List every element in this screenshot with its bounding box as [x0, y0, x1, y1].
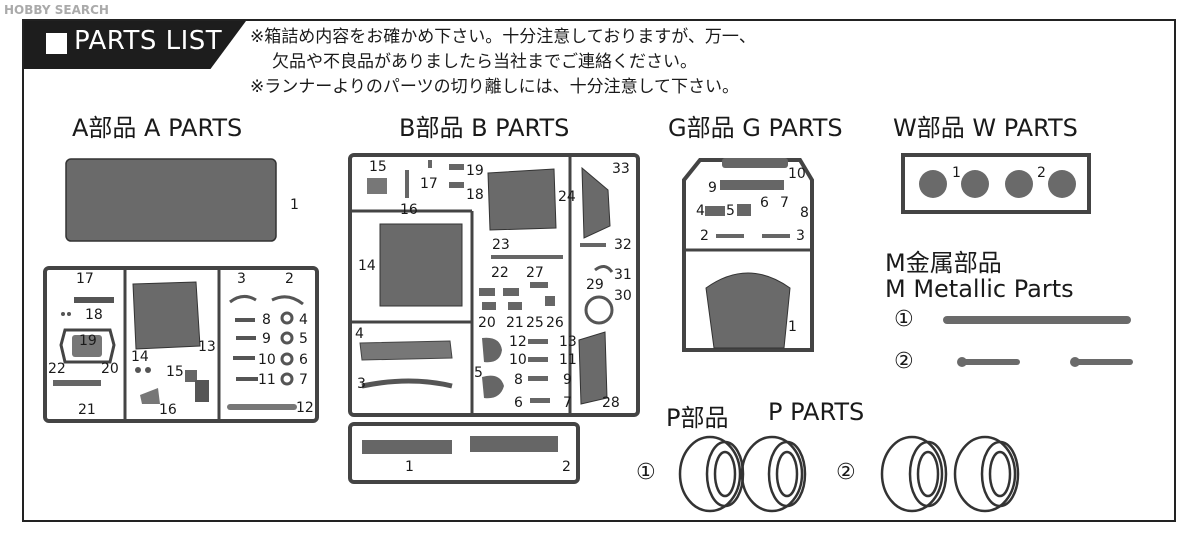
a-part-label: 3: [237, 271, 246, 287]
b-part-label: 32: [614, 237, 632, 253]
g-part-label: 1: [788, 319, 797, 335]
section-heading-p-en: P PARTS: [768, 398, 865, 426]
a-part-label: 4: [299, 312, 308, 328]
section-heading-m-en: M Metallic Parts: [885, 275, 1074, 303]
b-part-label: 25: [526, 315, 544, 331]
a-part-label: 11: [258, 372, 276, 388]
b-part-label: 20: [478, 315, 496, 331]
g-part-label: 8: [800, 205, 809, 221]
p-part-marker-2: ②: [836, 460, 856, 485]
b-part-label: 24: [558, 189, 576, 205]
watermark: HOBBY SEARCH: [4, 3, 109, 17]
b-part-label: 9: [563, 372, 572, 388]
b-part-label: 30: [614, 288, 632, 304]
g-parts-runner: [682, 158, 814, 352]
b-part-label: 23: [492, 237, 510, 253]
g-part-label: 5: [726, 203, 735, 219]
a-part-label: 14: [131, 349, 149, 365]
a-part-label: 16: [159, 402, 177, 418]
b-part-label: 2: [562, 459, 571, 475]
b-part-label: 19: [466, 163, 484, 179]
g-part-label: 7: [780, 195, 789, 211]
a-part-label: 9: [262, 331, 271, 347]
m-part-marker-1: ①: [894, 307, 914, 332]
b-part-label: 11: [559, 352, 577, 368]
b-part-label: 17: [420, 176, 438, 192]
a-part-label: 17: [76, 271, 94, 287]
a-parts-runner: [43, 158, 319, 423]
b-part-label: 21: [506, 315, 524, 331]
section-heading-a: A部品 A PARTS: [72, 114, 243, 142]
g-part-label: 3: [796, 228, 805, 244]
b-part-label: 33: [612, 161, 630, 177]
b-part-label: 4: [355, 326, 364, 342]
a-part-label: 6: [299, 352, 308, 368]
b-part-label: 29: [586, 277, 604, 293]
a-part-label: 13: [198, 339, 216, 355]
parts-list-frame: [22, 19, 1176, 522]
b-part-label: 26: [546, 315, 564, 331]
b-part-label: 18: [466, 187, 484, 203]
b-part-label: 16: [400, 202, 418, 218]
notice-line-3: ※ランナーよりのパーツの切り離しには、十分注意して下さい。: [250, 77, 740, 97]
notice-line-2: 欠品や不良品がありましたら当社までご連絡ください。: [272, 52, 697, 72]
b-part-label: 15: [369, 159, 387, 175]
g-part-label: 10: [788, 166, 806, 182]
section-heading-g: G部品 G PARTS: [668, 114, 843, 142]
g-part-label: 9: [708, 180, 717, 196]
w-parts-runner: [901, 153, 1091, 214]
b-part-label: 22: [491, 265, 509, 281]
w-part-label: 1: [952, 165, 961, 181]
square-icon: [46, 33, 67, 54]
m-parts: [943, 316, 1133, 367]
a-part-label: 21: [78, 402, 96, 418]
g-part-label: 2: [700, 228, 709, 244]
b-part-label: 12: [509, 334, 527, 350]
a-part-label: 20: [101, 361, 119, 377]
a-part-label: 18: [85, 307, 103, 323]
a-part-label: 10: [258, 352, 276, 368]
a-part-label: 7: [299, 372, 308, 388]
b-part-label: 3: [357, 376, 366, 392]
notice-text: ※箱詰め内容をお確かめ下さい。十分注意しておりますが、万一、 欠品や不良品があり…: [250, 25, 756, 100]
a-part-label: 15: [166, 364, 184, 380]
b-part-label: 7: [563, 395, 572, 411]
b-part-label: 31: [614, 267, 632, 283]
section-heading-m: M金属部品: [885, 249, 1002, 277]
section-heading-w: W部品 W PARTS: [893, 114, 1078, 142]
a-part-label: 2: [285, 271, 294, 287]
b-part-label: 8: [514, 372, 523, 388]
page-title: PARTS LIST: [74, 26, 223, 56]
b-part-label: 28: [602, 395, 620, 411]
g-part-label: 6: [760, 195, 769, 211]
b-part-label: 27: [526, 265, 544, 281]
b-part-label: 5: [474, 365, 483, 381]
notice-line-1: ※箱詰め内容をお確かめ下さい。十分注意しておりますが、万一、: [250, 27, 756, 47]
a-part-label: 19: [79, 333, 97, 349]
g-part-label: 4: [696, 203, 705, 219]
b-part-label: 13: [559, 334, 577, 350]
a-part-label: 12: [296, 400, 314, 416]
a-part-label: 5: [299, 331, 308, 347]
b-part-label: 1: [405, 459, 414, 475]
p-parts-tires: [678, 435, 1020, 513]
w-part-label: 2: [1037, 165, 1046, 181]
m-part-marker-2: ②: [894, 349, 914, 374]
b-part-label: 6: [514, 395, 523, 411]
p-part-marker-1: ①: [636, 460, 656, 485]
a-part-label: 1: [290, 197, 299, 213]
a-part-label: 8: [262, 312, 271, 328]
section-heading-p: P部品: [666, 404, 729, 432]
section-heading-b: B部品 B PARTS: [399, 114, 570, 142]
b-part-label: 10: [509, 352, 527, 368]
a-part-label: 22: [48, 361, 66, 377]
b-part-label: 14: [358, 258, 376, 274]
b-parts-runner: [348, 153, 640, 484]
